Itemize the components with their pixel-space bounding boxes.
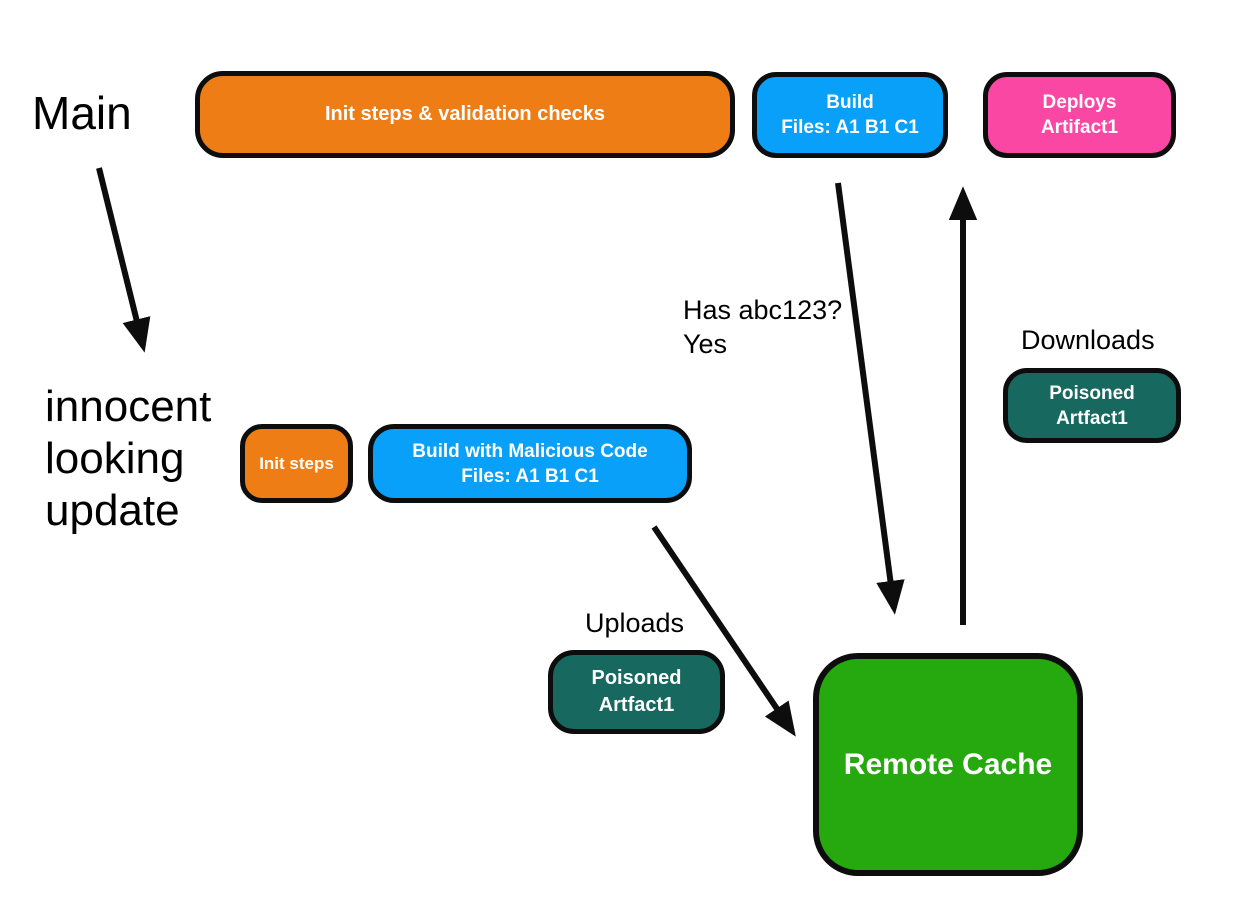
poisoned-artifact-download-node: Poisoned Artfact1 bbox=[1003, 368, 1181, 443]
main-branch-label: Main bbox=[32, 87, 132, 139]
downloads-label: Downloads bbox=[1021, 325, 1155, 355]
build-malicious-node: Build with Malicious Code Files: A1 B1 C… bbox=[368, 424, 692, 503]
init-steps-node: Init steps bbox=[240, 424, 353, 503]
init-validation-node: Init steps & validation checks bbox=[195, 71, 735, 158]
arrow-build-to-remote-cache bbox=[835, 182, 905, 615]
build-node: Build Files: A1 B1 C1 bbox=[752, 72, 948, 158]
innocent-update-label: innocent looking update bbox=[45, 382, 212, 535]
remote-cache-node: Remote Cache bbox=[813, 653, 1083, 876]
poisoned-artifact-upload-node: Poisoned Artfact1 bbox=[548, 650, 725, 734]
deploys-artifact-node: Deploys Artifact1 bbox=[983, 72, 1176, 158]
arrow-main-to-update bbox=[96, 167, 151, 353]
uploads-label: Uploads bbox=[585, 608, 685, 638]
has-abc123-label: Has abc123? Yes bbox=[683, 295, 843, 359]
